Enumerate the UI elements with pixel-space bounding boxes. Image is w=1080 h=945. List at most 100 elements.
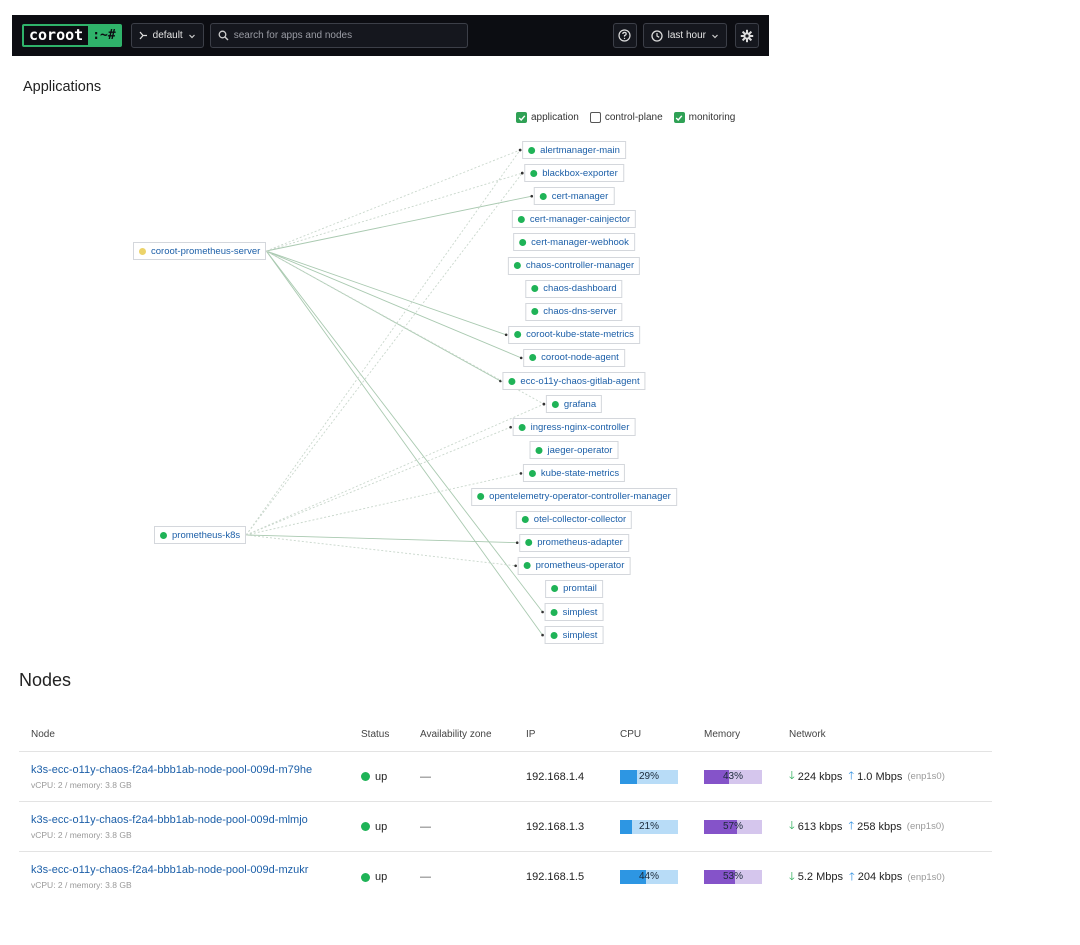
- dependency-edge: [246, 472, 522, 536]
- app-node-label: prometheus-operator: [535, 560, 625, 572]
- network-rx: 613 kbps: [797, 820, 843, 833]
- app-node-promtail[interactable]: promtail: [545, 579, 603, 598]
- status-dot: [521, 516, 529, 524]
- app-node-ecc-o11y-chaos-gitlab-agent[interactable]: ecc-o11y-chaos-gitlab-agent: [502, 372, 646, 390]
- network-tx: 204 kbps: [857, 871, 903, 883]
- edge-arrow-marker: [541, 633, 544, 637]
- status-dot: [160, 531, 167, 539]
- search-input[interactable]: search for apps and nodes: [209, 23, 468, 48]
- dependency-edge: [265, 250, 543, 613]
- edge-arrow-marker: [541, 610, 544, 614]
- edge-arrow-marker: [530, 194, 534, 198]
- column-header-az[interactable]: Availability zone: [420, 729, 492, 740]
- app-node-simplest[interactable]: simplest: [544, 603, 604, 621]
- dependency-edge: [245, 149, 521, 536]
- time-range-selector[interactable]: last hour: [642, 23, 727, 48]
- network-rx: 5.2 Mbps: [797, 871, 843, 883]
- chevron-down-icon: [711, 32, 719, 40]
- checkbox-unchecked-icon[interactable]: [589, 112, 601, 123]
- column-header-cpu[interactable]: CPU: [620, 729, 642, 740]
- chevron-down-icon: [188, 32, 196, 40]
- cpu-usage-bar: 44%: [620, 870, 678, 884]
- app-node-cert-manager[interactable]: cert-manager: [533, 187, 615, 206]
- app-node-coroot-prometheus-server[interactable]: coroot-prometheus-server: [133, 242, 267, 260]
- column-header-memory[interactable]: Memory: [704, 729, 741, 740]
- status-dot: [139, 247, 146, 255]
- arrow-down-icon: 🡓: [789, 820, 795, 832]
- app-node-blackbox-exporter[interactable]: blackbox-exporter: [524, 164, 624, 183]
- table-row: k3s-ecc-o11y-chaos-f2a4-bbb1ab-node-pool…: [19, 852, 992, 902]
- app-node-label: ecc-o11y-chaos-gitlab-agent: [520, 375, 640, 387]
- arrow-down-icon: 🡓: [789, 870, 795, 883]
- app-node-alertmanager-main[interactable]: alertmanager-main: [522, 141, 626, 159]
- filter-control-plane[interactable]: control-plane: [589, 112, 663, 123]
- app-node-prometheus-adapter[interactable]: prometheus-adapter: [519, 533, 629, 552]
- app-node-otel-collector-collector[interactable]: otel-collector-collector: [515, 510, 633, 529]
- logo-suffix: :~#: [88, 26, 120, 45]
- top-bar: coroot :~# default search for apps and n…: [12, 15, 769, 56]
- node-spec: vCPU: 2 / memory: 3.8 GB: [31, 779, 132, 790]
- help-button[interactable]: [612, 23, 637, 48]
- dependency-edge: [246, 534, 518, 544]
- app-node-cert-manager-webhook[interactable]: cert-manager-webhook: [513, 233, 635, 252]
- edge-arrow-marker: [519, 472, 523, 475]
- edge-arrow-marker: [542, 402, 546, 406]
- app-node-label: ingress-nginx-controller: [530, 421, 630, 433]
- status-dot: [477, 493, 485, 500]
- network-interface: (enp1s0): [906, 821, 945, 832]
- node-status: up: [361, 871, 420, 883]
- app-node-chaos-controller-manager[interactable]: chaos-controller-manager: [507, 256, 641, 275]
- status-dot: [514, 331, 522, 339]
- table-header: Node Status Availability zone IP CPU Mem…: [19, 718, 992, 752]
- status-dot: [518, 423, 526, 431]
- status-dot: [508, 377, 516, 385]
- filter-application[interactable]: application: [516, 112, 579, 123]
- app-node-coroot-kube-state-metrics[interactable]: coroot-kube-state-metrics: [508, 325, 640, 344]
- app-node-kube-state-metrics[interactable]: kube-state-metrics: [522, 464, 626, 483]
- app-node-label: coroot-kube-state-metrics: [526, 329, 634, 341]
- app-node-prometheus-operator[interactable]: prometheus-operator: [517, 556, 631, 575]
- node-spec: vCPU: 2 / memory: 3.8 GB: [31, 880, 132, 890]
- app-node-prometheus-k8s[interactable]: prometheus-k8s: [154, 526, 247, 544]
- app-node-label: otel-collector-collector: [533, 514, 627, 526]
- node-link[interactable]: k3s-ecc-o11y-chaos-f2a4-bbb1ab-node-pool…: [31, 864, 309, 876]
- edge-arrow-marker: [515, 541, 519, 544]
- app-node-cert-manager-cainjector[interactable]: cert-manager-cainjector: [511, 210, 637, 229]
- dependency-edge: [266, 195, 532, 252]
- app-node-coroot-node-agent[interactable]: coroot-node-agent: [523, 348, 625, 367]
- network-tx: 1.0 Mbps: [857, 770, 903, 783]
- table-row: k3s-ecc-o11y-chaos-f2a4-bbb1ab-node-pool…: [19, 752, 992, 802]
- checkbox-checked-icon[interactable]: [516, 112, 527, 123]
- dependency-edge: [266, 250, 522, 359]
- app-node-label: simplest: [562, 606, 598, 618]
- node-status: up: [361, 771, 420, 783]
- column-header-ip[interactable]: IP: [526, 729, 536, 740]
- project-icon: [139, 31, 148, 40]
- app-node-chaos-dns-server[interactable]: chaos-dns-server: [525, 302, 623, 321]
- filter-monitoring[interactable]: monitoring: [673, 112, 735, 123]
- app-node-grafana[interactable]: grafana: [545, 395, 603, 414]
- column-header-network[interactable]: Network: [789, 729, 826, 740]
- coroot-logo[interactable]: coroot :~#: [22, 24, 122, 47]
- filter-label: control-plane: [604, 112, 663, 123]
- checkbox-checked-icon[interactable]: [673, 112, 685, 123]
- dependency-edge: [245, 172, 523, 536]
- project-name: default: [152, 30, 183, 41]
- memory-usage-bar: 53%: [704, 870, 762, 884]
- app-node-label: kube-state-metrics: [540, 467, 620, 479]
- column-header-status[interactable]: Status: [361, 729, 390, 740]
- app-node-label: grafana: [563, 398, 597, 410]
- app-node-jaeger-operator[interactable]: jaeger-operator: [529, 441, 619, 460]
- project-selector[interactable]: default: [130, 23, 204, 48]
- node-link[interactable]: k3s-ecc-o11y-chaos-f2a4-bbb1ab-node-pool…: [31, 763, 313, 776]
- app-node-opentelemetry-operator-controller-manager[interactable]: opentelemetry-operator-controller-manage…: [471, 487, 677, 506]
- node-link[interactable]: k3s-ecc-o11y-chaos-f2a4-bbb1ab-node-pool…: [31, 813, 308, 826]
- app-node-simplest[interactable]: simplest: [544, 626, 604, 645]
- availability-zone: —: [420, 770, 431, 783]
- app-node-label: blackbox-exporter: [542, 167, 618, 179]
- app-node-chaos-dashboard[interactable]: chaos-dashboard: [525, 279, 623, 298]
- settings-button[interactable]: [735, 23, 759, 48]
- network-tx: 258 kbps: [857, 820, 902, 833]
- app-node-ingress-nginx-controller[interactable]: ingress-nginx-controller: [512, 418, 636, 437]
- column-header-node[interactable]: Node: [31, 729, 55, 740]
